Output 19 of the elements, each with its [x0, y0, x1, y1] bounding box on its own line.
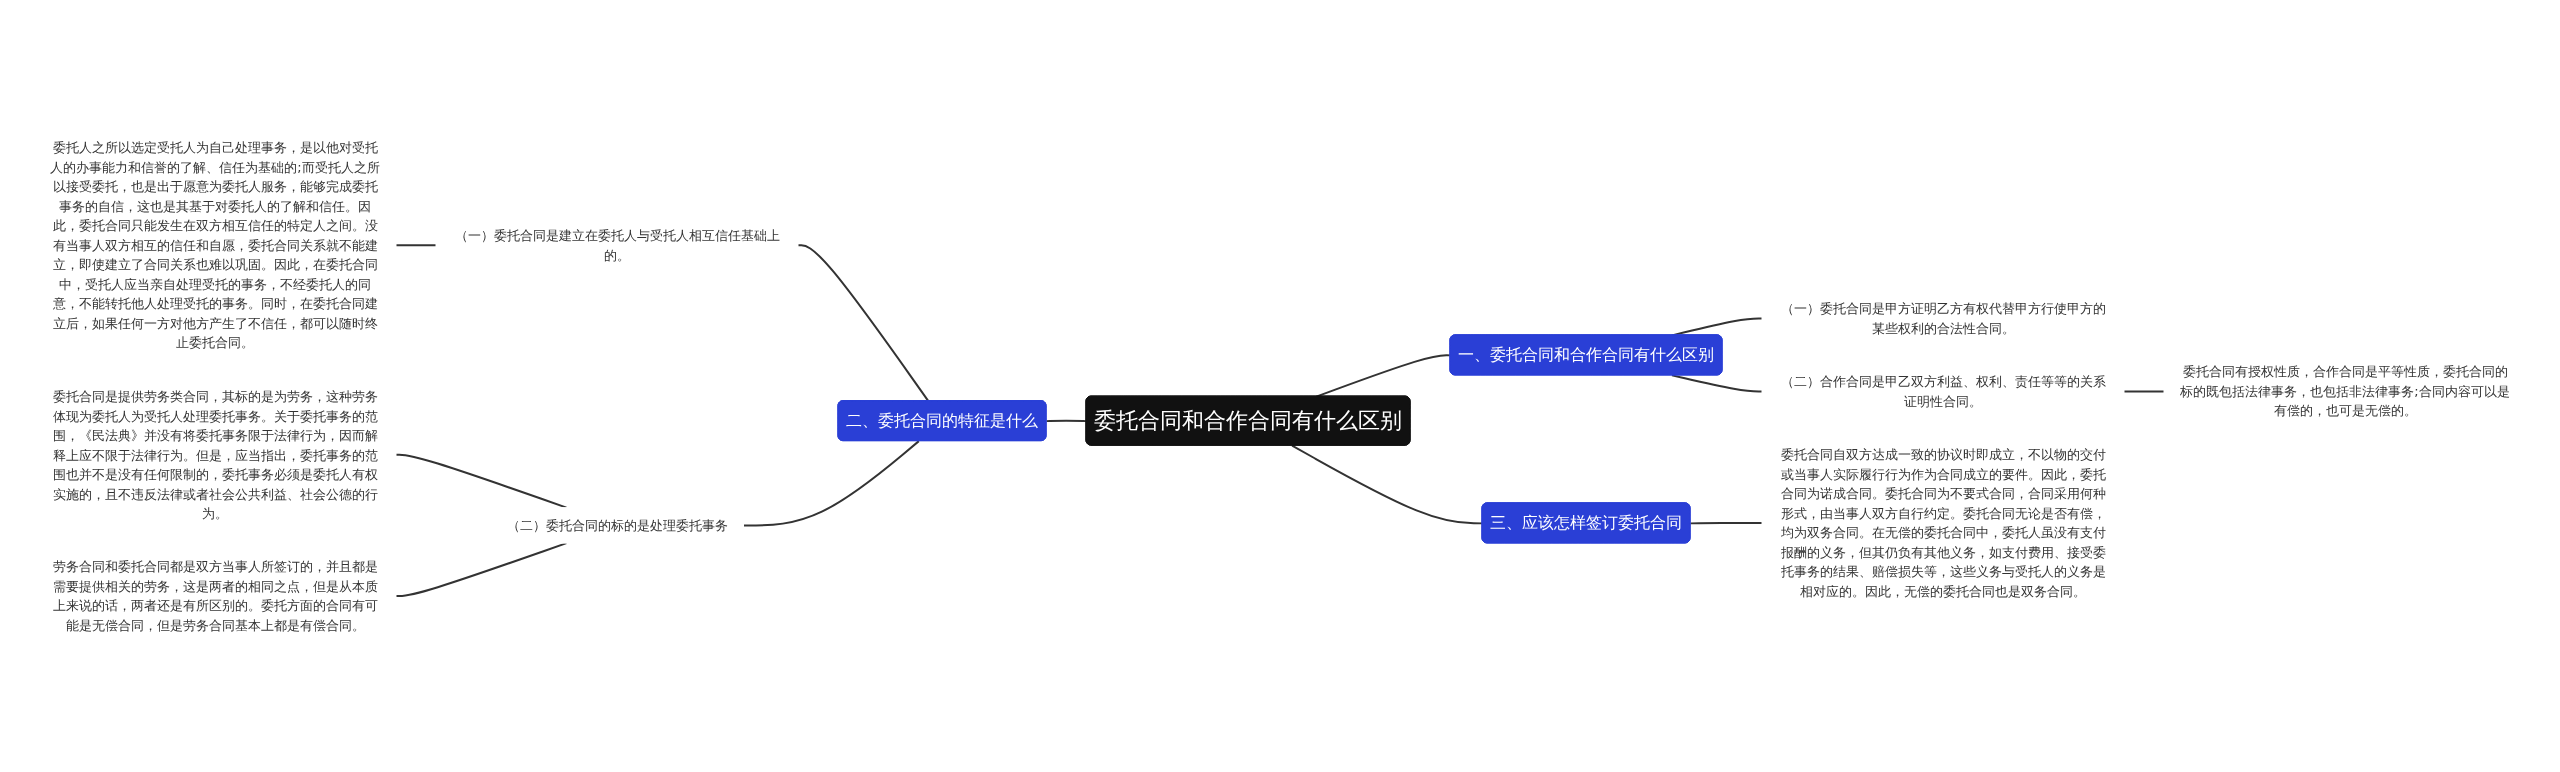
- node-text: 委托合同自双方达成一致的协议时即成立，不以物的交付或当事人实际履行行为作为合同成立的要件。因此，委托合同为诺成合同。委托合同为不要式合同，合同采用何种形式，由当事人双方自行约定。委托合同无论是否有偿，均为双务合同。在无偿的委托合同中，委托人虽没有支付报酬的义务，但其仍负有其他义务，如支付费用、接受委托事务的结果、赔偿损失等，这些义务与受托人的义务是相对应的。因此，无偿的委托合同也是双务合同。: [1780, 446, 2106, 598]
- connector: [742, 439, 920, 526]
- node-text: 劳务合同和委托合同都是双方当事人所签订的，并且都是需要提供相关的劳务，这是两者的相同之点，但是从本质上来说的话，两者还是有所区别的。委托方面的合同有可能是无偿合同，但是劳务合同基本上都是有偿合同。: [52, 558, 378, 632]
- connector: [1045, 419, 1088, 422]
- connector: [395, 453, 568, 509]
- node-text: 委托合同有授权性质，合作合同是平等性质，委托合同的标的既包括法律事务，也包括非法律事务;合同内容可以是有偿的，也可是无偿的。: [2180, 363, 2510, 418]
- connector: [395, 243, 437, 246]
- connector: [395, 541, 568, 597]
- node-text: （二）委托合同的标的是处理委托事务: [506, 517, 728, 533]
- connector: [1671, 373, 1763, 392]
- connector: [1689, 521, 1763, 524]
- node-text: （二）合作合同是甲乙双方利益、权利、责任等等的关系证明性合同。: [1780, 373, 2106, 408]
- node-text: 委托人之所以选定受托人为自己处理事务，是以他对受托人的办事能力和信誉的了解、信任为基础的;而受托人之所以接受委托，也是出于愿意为委托人服务，能够完成委托事务的自信，这也是其基于对委托人的了解和信任。因此，委托合同只能发生在双方相互信任的特定人之间。没有当事人双方相互的信任和自愿，委托合同关系就不能建立，即使建立了合同关系也难以巩固。因此，在委托合同中，受托人应当亲自处理受托的事务，不经委托人的同意，不能转托他人处理受托的事务。同时，在委托合同建立后，如果任何一方对他方产生了不信任，都可以随时终止委托合同。: [50, 139, 380, 350]
- connector: [797, 243, 930, 402]
- node-text: （一）委托合同是甲方证明乙方有权代替甲方行使甲方的某些权利的合法性合同。: [1780, 300, 2106, 335]
- node-text: 委托合同是提供劳务类合同，其标的是为劳务，这种劳务体现为委托人为受托人处理委托事务。关于委托事务的范围，《民法典》并没有将委托事务限于法律行为，因而解释上应不限于法律行为。但是，应当指出，委托事务的范围也并不是没有任何限制的，委托事务必须是委托人有权实施的，且不违反法律或者社会公共利益、社会公德的行为。: [52, 388, 378, 520]
- connector: [2123, 389, 2165, 392]
- node-text: （一）委托合同是建立在委托人与受托人相互信任基础上的。: [454, 227, 780, 262]
- connector: [1291, 444, 1484, 524]
